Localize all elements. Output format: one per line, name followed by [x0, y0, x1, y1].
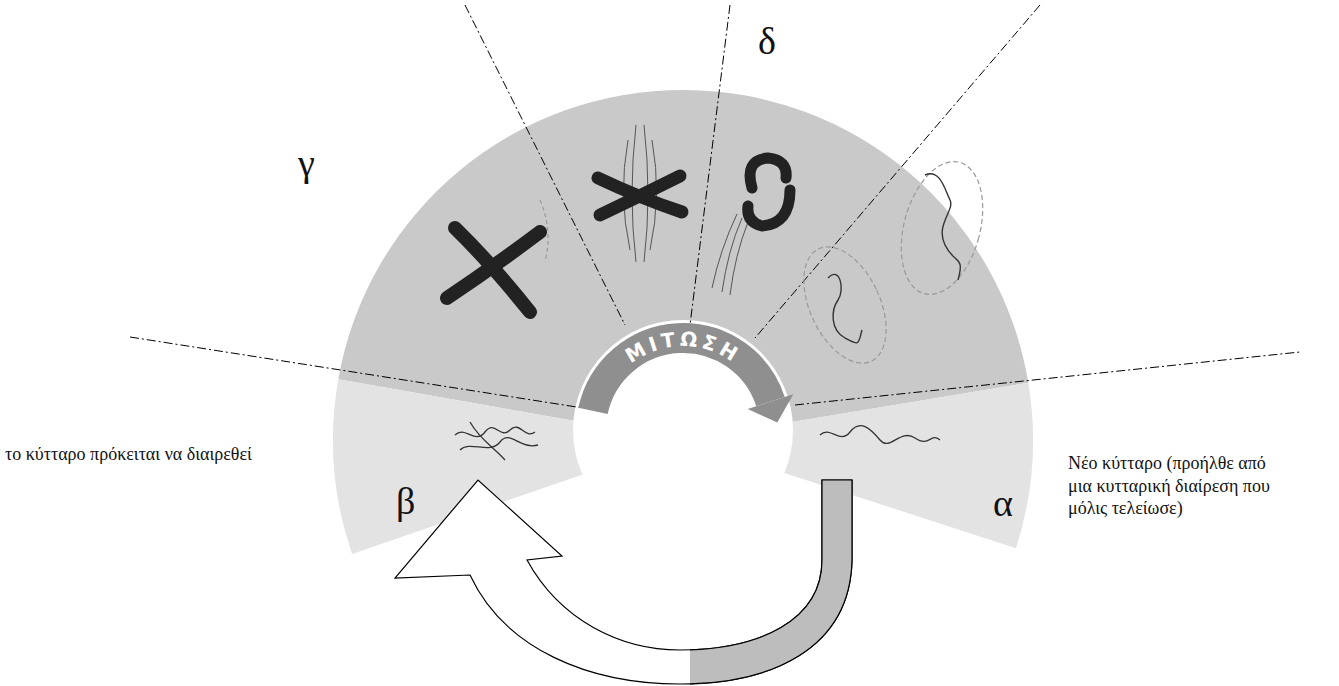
mitosis-label: ΜΙΤΩΣΗ — [621, 327, 746, 368]
phase-label: δ — [758, 18, 776, 66]
mitosis-arrowhead — [748, 394, 794, 422]
chromosome — [598, 176, 682, 215]
chromatin — [820, 426, 940, 444]
chromatin — [455, 422, 538, 460]
cycle-arrow-tail — [690, 480, 852, 684]
phase-label: α — [993, 480, 1013, 528]
spindle — [712, 214, 748, 295]
chromosome — [748, 158, 790, 226]
phase-separators — [130, 5, 1300, 408]
note-text: Νέο κύτταρο (προήλθε από μια κυτταρική δ… — [1068, 452, 1273, 520]
inner-hole — [573, 320, 793, 540]
note-text: το κύτταρο πρόκειται να διαιρεθεί — [5, 443, 255, 466]
chromatin — [828, 174, 960, 343]
phase-label: β — [396, 478, 415, 526]
chromosome — [447, 228, 540, 312]
phase-label: γ — [298, 140, 315, 188]
nuclear-envelope — [787, 152, 996, 376]
svg-text:ΜΙΤΩΣΗ: ΜΙΤΩΣΗ — [621, 327, 746, 368]
cycle-arrow — [395, 480, 852, 684]
